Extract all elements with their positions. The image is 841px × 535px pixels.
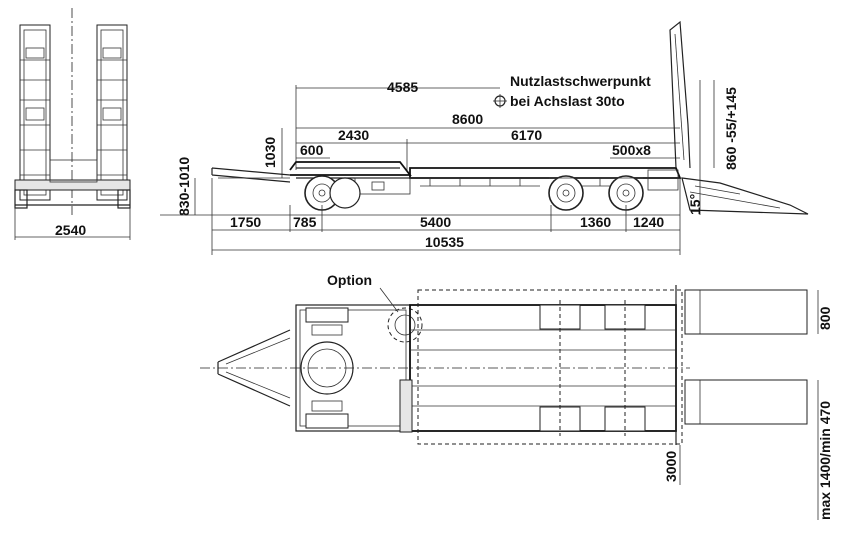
- cog-label-line1: Nutzlastschwerpunkt: [510, 73, 651, 89]
- angle-15: 15°: [687, 194, 703, 215]
- dim-1750: 1750: [230, 214, 261, 230]
- side-view: 4585 8600 2430 6170 600 500x8 1030 830-1…: [160, 20, 809, 255]
- dim-785: 785: [293, 214, 317, 230]
- rear-axle-wheels: [548, 175, 644, 211]
- dim-600: 600: [300, 142, 324, 158]
- dim-1360: 1360: [580, 214, 611, 230]
- dim-5400: 5400: [420, 214, 451, 230]
- dim-860: 860 -55/+145: [723, 87, 739, 170]
- dim-3000: 3000: [663, 451, 679, 482]
- dim-8600: 8600: [452, 111, 483, 127]
- top-view: Option 800 max 1400/min 470 3000: [200, 272, 833, 520]
- front-axle-wheels: [304, 175, 361, 211]
- dim-1030: 1030: [262, 137, 278, 168]
- option-label: Option: [327, 272, 372, 288]
- dim-1240: 1240: [633, 214, 664, 230]
- dim-2430: 2430: [338, 127, 369, 143]
- cog-label-line2: bei Achslast 30to: [510, 93, 625, 109]
- dim-6170: 6170: [511, 127, 542, 143]
- dim-500x8: 500x8: [612, 142, 651, 158]
- dim-10535: 10535: [425, 234, 464, 250]
- front-width-dim: 2540: [55, 222, 86, 238]
- dim-800: 800: [817, 306, 833, 330]
- dim-1400-470: max 1400/min 470: [817, 401, 833, 520]
- front-view: 2540: [14, 8, 131, 240]
- dim-4585: 4585: [387, 79, 418, 95]
- dim-830-1010: 830-1010: [176, 157, 192, 216]
